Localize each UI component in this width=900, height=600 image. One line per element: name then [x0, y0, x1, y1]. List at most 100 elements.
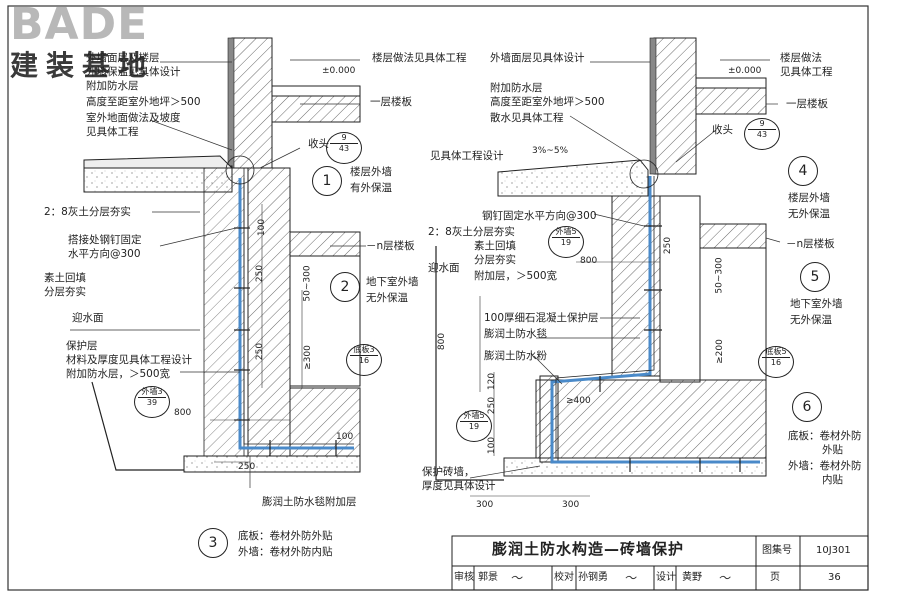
label-basement-wall2: 无外保温 [790, 314, 832, 326]
ref-bottom: 16 [358, 356, 370, 365]
dim-300: ≥300 [302, 345, 313, 370]
label-floor-finish2: 见具体工程 [780, 66, 833, 78]
detail-marker-2: 2 [330, 272, 360, 302]
dim-100: 100 [487, 436, 498, 455]
label-bent-blanket: 膨润土防水毯 [484, 328, 547, 340]
ref-top: 9 [341, 133, 347, 142]
label-bentonite-extra: 膨润土防水毯附加层 [262, 496, 357, 508]
check-label: 校对 [554, 572, 574, 583]
label-outer-wall-surface: 外墙面层见具体设计 [490, 52, 585, 64]
dim-300b: 300 [562, 500, 580, 510]
ref-bottom: 43 [756, 130, 768, 139]
label-floor-finish: 楼层做法见具体工程 [372, 52, 467, 64]
label-wall-noins2: 无外保温 [788, 208, 830, 220]
label-backfill2: 分层夯实 [44, 286, 86, 298]
label-see-design: 见具体工程设计 [430, 150, 504, 162]
ref-top: 9 [759, 119, 765, 128]
label-floor-finish: 楼层做法 [780, 52, 822, 64]
review-label: 审核 [454, 572, 474, 583]
label-elevation: ±0.000 [322, 66, 356, 76]
page-label: 页 [770, 572, 780, 583]
atlas-label: 图集号 [762, 545, 792, 556]
dim-800: 800 [174, 408, 192, 418]
label-cap: 收头 [712, 124, 733, 136]
label-backfill: 素土回填 [474, 240, 516, 252]
label-lime-soil: 2：8灰土分层夯实 [44, 206, 131, 218]
detail-marker-1: 1 [312, 166, 342, 196]
logo-subtitle: 建装基地 [10, 49, 155, 82]
title-block: 膨润土防水构造—砖墙保护 图集号 10J301 审核 郭景 ～ 校对 孙钢勇 ～… [452, 536, 868, 590]
dim-250b: 250 [255, 342, 266, 361]
label-concrete: 100厚细石混凝土保护层 [484, 312, 599, 324]
ref-bottom: 39 [146, 398, 158, 407]
ref-top: 外墙3 [141, 387, 163, 396]
dim-250a: 250 [255, 264, 266, 283]
ref-bottom: 16 [770, 358, 782, 367]
logo-text: BADE [10, 0, 149, 50]
label-insulation-note: 外墙保温见具体设计 [86, 66, 181, 78]
detail-marker-4: 4 [788, 156, 818, 186]
designer-signature: ～ [718, 571, 731, 585]
label-n-floor: －n层楼板 [786, 238, 835, 250]
label-wall-note2: 内贴 [822, 474, 843, 486]
label-basement-wall: 地下室外墙 [790, 298, 843, 310]
label-wall-ins: 楼层外墙 [350, 166, 392, 178]
dim-100: 100 [257, 218, 268, 237]
label-ground-finish: 室外地面做法及坡度 [86, 112, 181, 124]
label-apron: 散水见具体工程 [490, 112, 564, 124]
label-backfill: 素土回填 [44, 272, 86, 284]
label-extra-layer: 附加防水层 [490, 82, 543, 94]
label-see-project: 见具体工程 [86, 126, 139, 138]
label-nail: 钢钉固定水平方向@300 [482, 210, 597, 222]
title-block-grid [451, 535, 869, 591]
label-n-floor: －n层楼板 [366, 240, 415, 252]
left-detail-drawing [70, 37, 366, 488]
label-extra-layer-height: 高度至距室外地坪＞500 [490, 96, 605, 108]
label-extra-layer-height: 高度至距室外地坪＞500 [86, 96, 201, 108]
detail-marker-5: 5 [800, 262, 830, 292]
reviewer-name: 郭景 [478, 572, 498, 583]
designer-name: 黄野 [682, 572, 702, 583]
label-bottom-note: 底板：卷材外防外贴 [238, 530, 333, 542]
dim-300a: 300 [476, 500, 494, 510]
label-basement-wall: 地下室外墙 [366, 276, 419, 288]
dim-800b: 800 [437, 332, 448, 351]
dim-250c: 250 [238, 462, 256, 472]
label-cap: 收头 [308, 138, 329, 150]
label-outer-wall-surface: 外墙面层及楼层 [86, 52, 160, 64]
sheet-frame [7, 5, 869, 591]
right-detail-drawing [435, 37, 781, 497]
page-number: 36 [828, 572, 841, 583]
design-label: 设计 [656, 572, 676, 583]
label-protect: 保护层 [66, 340, 98, 352]
label-elevation: ±0.000 [728, 66, 762, 76]
dim-50-300: 50~300 [302, 265, 313, 302]
detail-marker-6: 6 [792, 392, 822, 422]
label-first-floor: 一层楼板 [370, 96, 412, 108]
label-extra-layer: 附加防水层 [86, 80, 139, 92]
label-wall-ins2: 有外保温 [350, 182, 392, 194]
checker-name: 孙钢勇 [578, 572, 608, 583]
label-extra-layer-wide: 附加防水层，＞500宽 [66, 368, 171, 380]
label-water-face: 迎水面 [72, 312, 104, 324]
label-bottom-note2: 外贴 [822, 444, 843, 456]
label-material: 材料及厚度见具体工程设计 [66, 354, 192, 366]
dim-1000: 100 [336, 432, 354, 442]
dim-50-300: 50~300 [714, 257, 725, 294]
label-wall-note: 外墙：卷材外防内贴 [238, 546, 333, 558]
detail-marker-3: 3 [198, 528, 228, 558]
label-lap-nail: 搭接处钢钉固定 [68, 234, 142, 246]
label-backfill2: 分层夯实 [474, 254, 516, 266]
ref-top: 底板3 [353, 345, 375, 354]
label-water-face: 迎水面 [428, 262, 460, 274]
dim-400: ≥400 [566, 396, 591, 406]
reviewer-signature: ～ [510, 571, 523, 585]
ref-bottom: 19 [560, 238, 572, 247]
label-slope: 3%~5% [532, 146, 569, 156]
label-wall-noins: 楼层外墙 [788, 192, 830, 204]
